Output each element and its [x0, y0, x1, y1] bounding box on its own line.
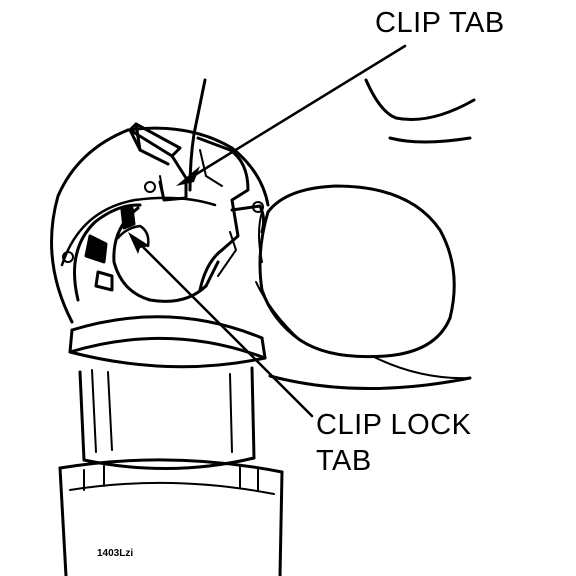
socket-body: [50, 126, 270, 324]
clip-lock-tab-label-line1: CLIP LOCK: [316, 409, 472, 441]
leader-clip-tab: [176, 44, 407, 186]
clip-lock-tab-label-line2: TAB: [316, 445, 372, 477]
clip-fingers: [196, 136, 266, 292]
clip-tab-label: CLIP TAB: [375, 7, 505, 39]
leader-clip-lock-tab: [128, 232, 314, 418]
figure-code: 1403Lzi: [97, 548, 134, 559]
lower-housing: [58, 315, 284, 576]
clip-tab-shape: [128, 122, 188, 202]
hand: [188, 78, 476, 391]
